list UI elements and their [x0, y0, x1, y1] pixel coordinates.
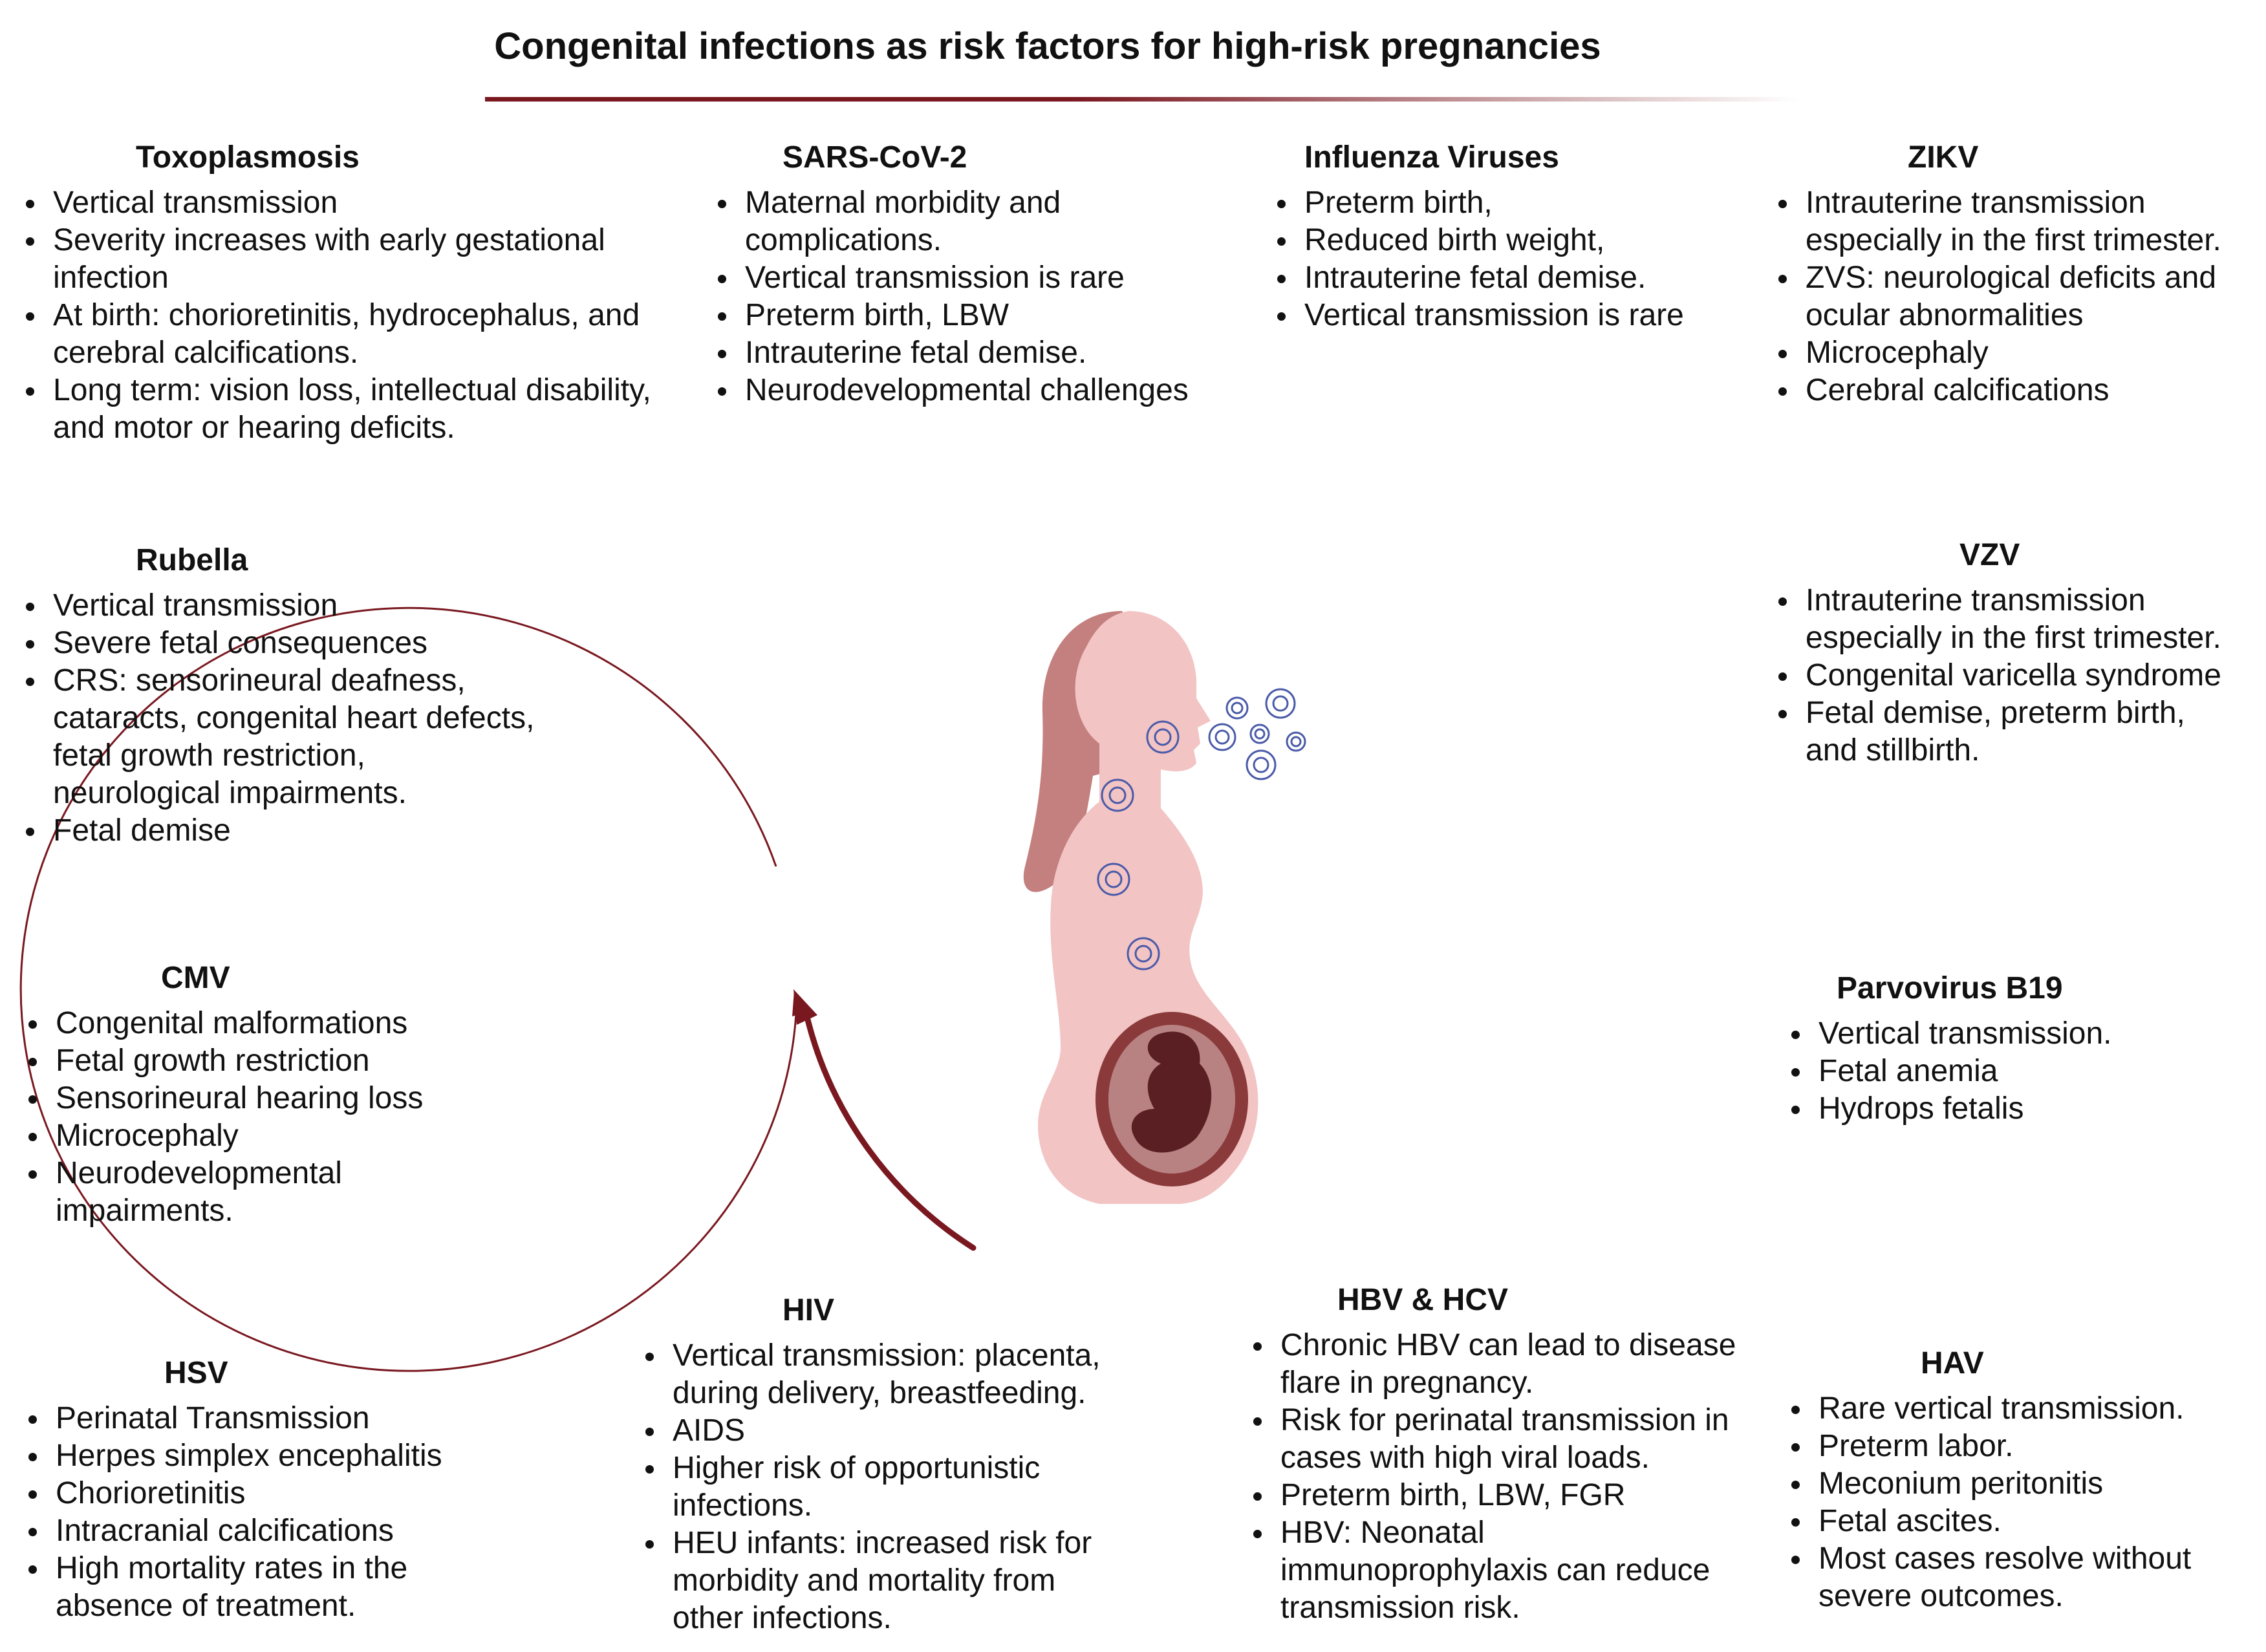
list-item: Preterm birth, LBW: [711, 297, 1242, 334]
list-item: Preterm labor.: [1785, 1428, 2257, 1465]
section-heading: Toxoplasmosis: [136, 140, 360, 175]
section-rubella: Rubella Vertical transmission Severe fet…: [19, 542, 537, 850]
list-item: Vertical transmission is rare: [711, 259, 1242, 297]
section-heading: HSV: [164, 1356, 228, 1390]
list-item: Herpes simplex encephalitis: [22, 1437, 513, 1475]
section-hsv: HSV Perinatal Transmission Herpes simple…: [22, 1355, 513, 1625]
list-item: Hydrops fetalis: [1785, 1090, 2250, 1128]
bullet-list: Intrauterine transmission especially in …: [1772, 582, 2238, 769]
list-item: Risk for perinatal transmission in cases…: [1247, 1402, 1738, 1477]
section-heading: HBV & HCV: [1337, 1283, 1509, 1317]
list-item: Higher risk of opportunistic infections.: [639, 1450, 1130, 1525]
section-heading: SARS-CoV-2: [782, 140, 967, 175]
cycle-arrow-thick: [802, 1005, 977, 1251]
list-item: Vertical transmission: [19, 587, 537, 625]
list-item: Intrauterine fetal demise.: [711, 334, 1242, 372]
section-zikv: ZIKV Intrauterine transmission especiall…: [1772, 139, 2263, 409]
list-item: Severity increases with early gestationa…: [19, 222, 673, 297]
list-item: Intrauterine transmission especially in …: [1772, 582, 2238, 657]
list-item: Severe fetal consequences: [19, 625, 537, 662]
list-item: Intrauterine transmission especially in …: [1772, 184, 2263, 259]
list-item: Congenital malformations: [22, 1005, 501, 1042]
list-item: Fetal demise, preterm birth, and stillbi…: [1772, 694, 2238, 769]
list-item: Vertical transmission.: [1785, 1015, 2250, 1053]
list-item: Perinatal Transmission: [22, 1400, 513, 1437]
section-influenza: Influenza Viruses Preterm birth, Reduced…: [1271, 139, 1736, 334]
list-item: Sensorineural hearing loss: [22, 1080, 501, 1117]
list-item: Chorioretinitis: [22, 1475, 513, 1512]
list-item: Cerebral calcifications: [1772, 372, 2263, 409]
list-item: Fetal growth restriction: [22, 1042, 501, 1080]
section-cmv: CMV Congenital malformations Fetal growt…: [22, 960, 501, 1230]
list-item: Vertical transmission is rare: [1271, 297, 1736, 334]
cycle-arrow: [19, 606, 798, 1372]
arrow-head-icon: [793, 989, 817, 1025]
bullet-list: Rare vertical transmission. Preterm labo…: [1785, 1390, 2257, 1615]
list-item: HBV: Neonatal immunoprophylaxis can redu…: [1247, 1514, 1738, 1627]
page-title: Congenital infections as risk factors fo…: [494, 25, 1601, 67]
bullet-list: Vertical transmission Severity increases…: [19, 184, 673, 447]
bullet-list: Intrauterine transmission especially in …: [1772, 184, 2263, 409]
list-item: Microcephaly: [1772, 334, 2263, 372]
list-item: Preterm birth, LBW, FGR: [1247, 1477, 1738, 1514]
list-item: Long term: vision loss, intellectual dis…: [19, 372, 673, 447]
section-hiv: HIV Vertical transmission: placenta, dur…: [639, 1292, 1130, 1637]
section-heading: Influenza Viruses: [1304, 140, 1559, 175]
bullet-list: Vertical transmission. Fetal anemia Hydr…: [1785, 1015, 2250, 1128]
list-item: Fetal anemia: [1785, 1053, 2250, 1090]
list-item: Meconium peritonitis: [1785, 1465, 2257, 1503]
list-item: Vertical transmission: [19, 184, 673, 222]
list-item: Rare vertical transmission.: [1785, 1390, 2257, 1428]
list-item: Maternal morbidity and complications.: [711, 184, 1242, 259]
list-item: At birth: chorioretinitis, hydrocephalus…: [19, 297, 673, 372]
section-hav: HAV Rare vertical transmission. Preterm …: [1785, 1345, 2257, 1615]
section-heading: Parvovirus B19: [1837, 971, 2063, 1005]
list-item: Neurodevelopmental impairments.: [22, 1155, 501, 1230]
list-item: Fetal ascites.: [1785, 1503, 2257, 1540]
list-item: Neurodevelopmental challenges: [711, 372, 1242, 409]
bullet-list: Vertical transmission: placenta, during …: [639, 1337, 1130, 1637]
section-toxoplasmosis: Toxoplasmosis Vertical transmission Seve…: [19, 139, 673, 447]
section-heading: CMV: [161, 961, 230, 995]
list-item: High mortality rates in the absence of t…: [22, 1550, 513, 1625]
list-item: Most cases resolve without severe outcom…: [1785, 1540, 2257, 1615]
section-heading: VZV: [1959, 538, 2020, 572]
list-item: Congenital varicella syndrome: [1772, 657, 2238, 694]
title-underline: [485, 97, 1798, 102]
bullet-list: Vertical transmission Severe fetal conse…: [19, 587, 537, 850]
list-item: CRS: sensorineural deafness, cataracts, …: [19, 662, 537, 812]
bullet-list: Congenital malformations Fetal growth re…: [22, 1005, 501, 1230]
section-sars-cov-2: SARS-CoV-2 Maternal morbidity and compli…: [711, 139, 1242, 409]
list-item: Microcephaly: [22, 1117, 501, 1155]
list-item: Chronic HBV can lead to disease flare in…: [1247, 1327, 1738, 1402]
list-item: Fetal demise: [19, 812, 537, 850]
list-item: Intrauterine fetal demise.: [1271, 259, 1736, 297]
section-heading: ZIKV: [1908, 140, 1979, 175]
list-item: Intracranial calcifications: [22, 1512, 513, 1550]
section-vzv: VZV Intrauterine transmission especially…: [1772, 537, 2238, 769]
fetus: [1131, 1031, 1212, 1153]
list-item: Reduced birth weight,: [1271, 222, 1736, 259]
section-heading: Rubella: [136, 543, 248, 577]
section-hbv-hcv: HBV & HCV Chronic HBV can lead to diseas…: [1247, 1282, 1738, 1627]
list-item: ZVS: neurological deficits and ocular ab…: [1772, 259, 2263, 334]
section-parvovirus-b19: Parvovirus B19 Vertical transmission. Fe…: [1785, 970, 2250, 1128]
bullet-list: Preterm birth, Reduced birth weight, Int…: [1271, 184, 1736, 334]
list-item: AIDS: [639, 1412, 1130, 1450]
list-item: HEU infants: increased risk for morbidit…: [639, 1525, 1130, 1637]
list-item: Vertical transmission: placenta, during …: [639, 1337, 1130, 1412]
section-heading: HIV: [782, 1293, 835, 1327]
bullet-list: Chronic HBV can lead to disease flare in…: [1247, 1327, 1738, 1627]
virus-icon: [1097, 688, 1306, 971]
bullet-list: Maternal morbidity and complications. Ve…: [711, 184, 1242, 409]
list-item: Preterm birth,: [1271, 184, 1736, 222]
bullet-list: Perinatal Transmission Herpes simplex en…: [22, 1400, 513, 1625]
section-heading: HAV: [1921, 1346, 1984, 1380]
